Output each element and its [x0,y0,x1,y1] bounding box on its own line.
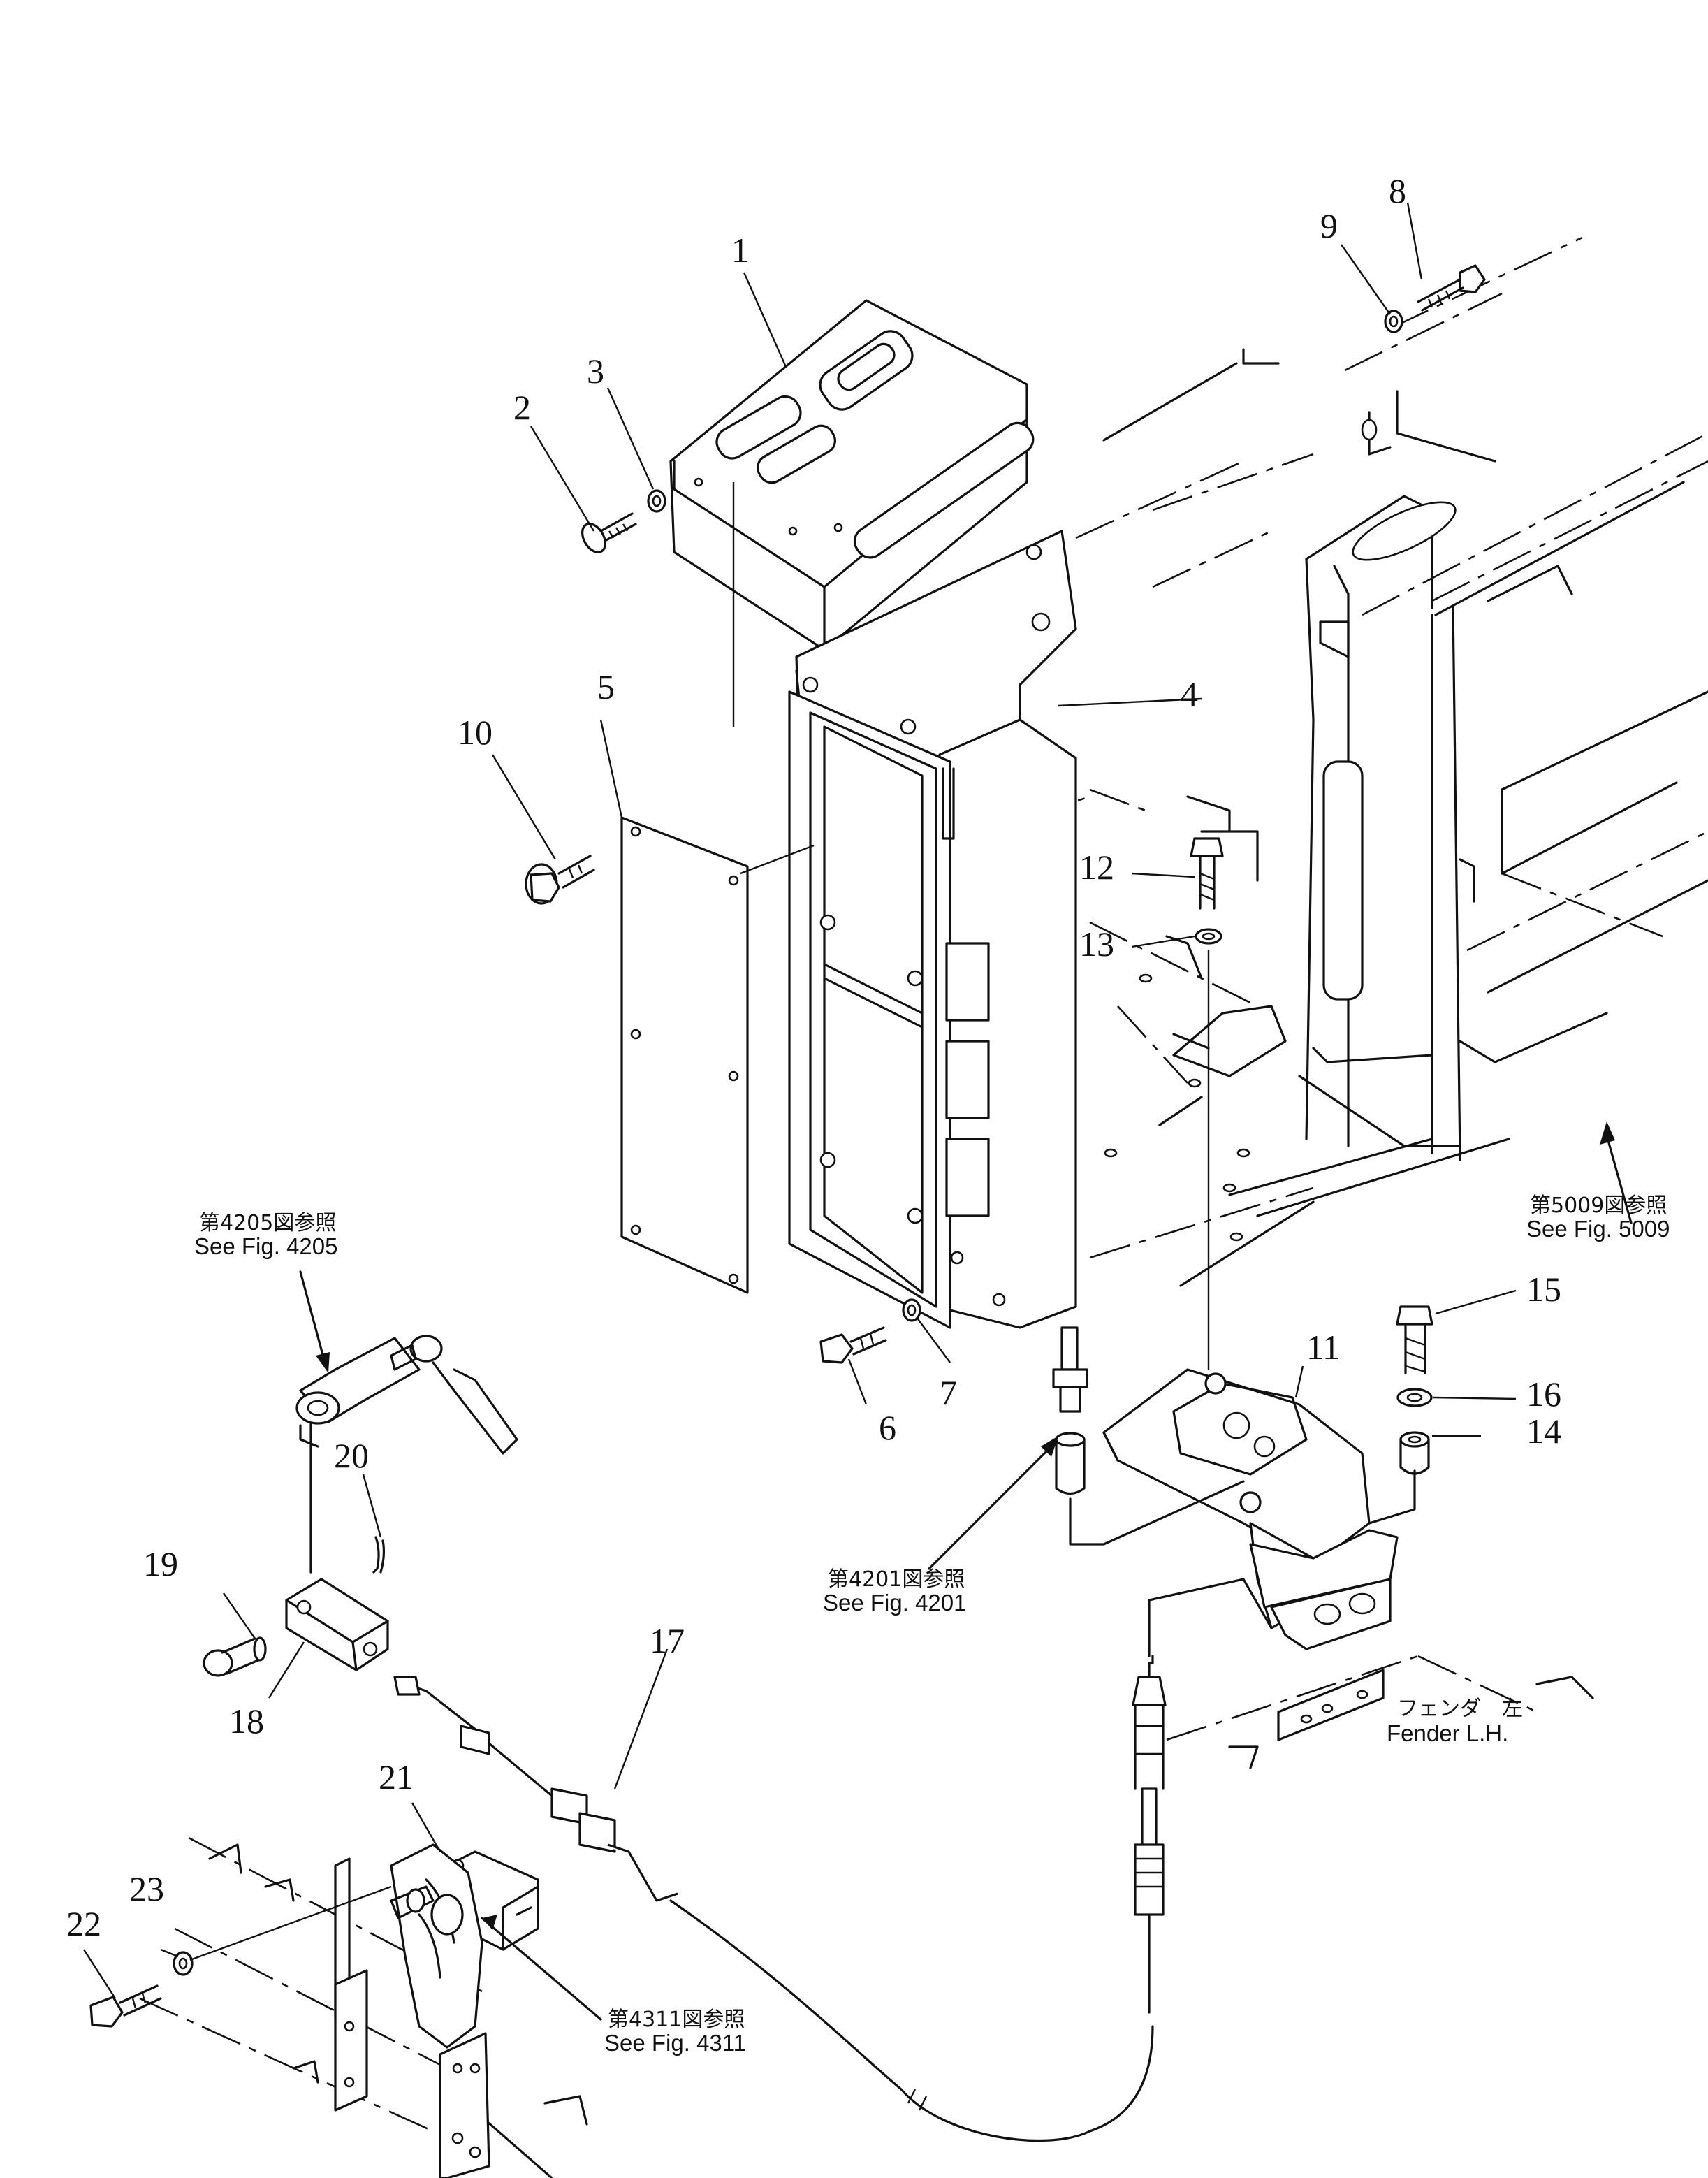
ref-5009-en: See Fig. 5009 [1526,1216,1670,1242]
callout-23: 23 [129,1869,164,1908]
part-11-bracket [1052,1305,1433,1650]
ref-4205-jp: 第4205図参照 [199,1211,336,1235]
callout-1: 1 [731,231,749,270]
fender-frame [963,236,1708,1769]
callout-15: 15 [1526,1270,1561,1309]
callout-3: 3 [587,351,604,391]
callout-18: 18 [229,1701,264,1741]
callout-6: 6 [879,1408,896,1447]
callout-12: 12 [1079,848,1114,887]
reference-labels: 第4205図参照 See Fig. 4205 第5009図参照 See Fig.… [194,1193,1670,2056]
callout-17: 17 [650,1621,685,1660]
callout-4: 4 [1181,674,1198,713]
part-18-20-clevis [203,1396,389,1677]
callout-13: 13 [1079,924,1114,964]
callout-14: 14 [1526,1411,1561,1451]
callout-8: 8 [1389,171,1406,210]
callout-labels: 1 2 3 4 5 6 7 8 9 10 11 12 13 14 15 16 1… [66,171,1561,1943]
fender-label-jp: フェンダ 左 [1397,1697,1523,1721]
fender-label-en: Fender L.H. [1387,1720,1508,1746]
callout-20: 20 [334,1436,369,1475]
callout-2: 2 [513,388,531,427]
callout-7: 7 [940,1373,957,1412]
part-21-23-lever-assembly [89,1836,588,2178]
ref-4205-en: See Fig. 4205 [194,1233,337,1259]
fasteners-top [525,264,1486,1364]
part-1-cover [669,299,1035,651]
part-4-console-box [788,530,1077,1329]
ref-4205-assembly [295,1335,518,1455]
part-5-plate [620,816,749,1294]
part-17-cable [393,1578,1273,2142]
callout-11: 11 [1306,1328,1340,1367]
callout-16: 16 [1526,1374,1561,1414]
ref-4201-jp: 第4201図参照 [828,1567,965,1592]
callout-10: 10 [458,713,492,752]
ref-4311-en: See Fig. 4311 [604,2030,746,2056]
reference-arrows [299,1121,1633,2021]
ref-4201-en: See Fig. 4201 [823,1590,966,1616]
callout-22: 22 [66,1904,101,1943]
ref-5009-jp: 第5009図参照 [1530,1193,1667,1218]
ref-4311-jp: 第4311図参照 [608,2008,745,2032]
callout-19: 19 [143,1544,178,1583]
callout-21: 21 [379,1757,414,1796]
callout-9: 9 [1320,206,1338,245]
leader-lines [82,202,1517,1999]
callout-5: 5 [597,667,615,706]
